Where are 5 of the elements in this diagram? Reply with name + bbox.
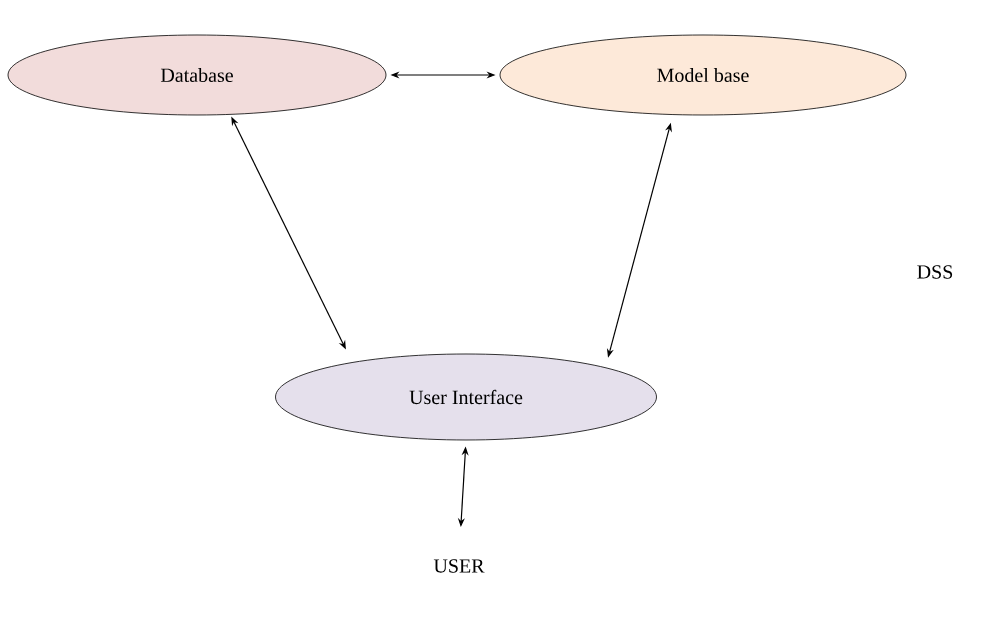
ellipse-node: User Interface xyxy=(275,353,657,441)
ellipse-node: Database xyxy=(7,34,387,116)
ellipse-node: Model base xyxy=(499,34,907,116)
label: DSS xyxy=(917,265,953,279)
node-text: USER xyxy=(433,559,485,573)
